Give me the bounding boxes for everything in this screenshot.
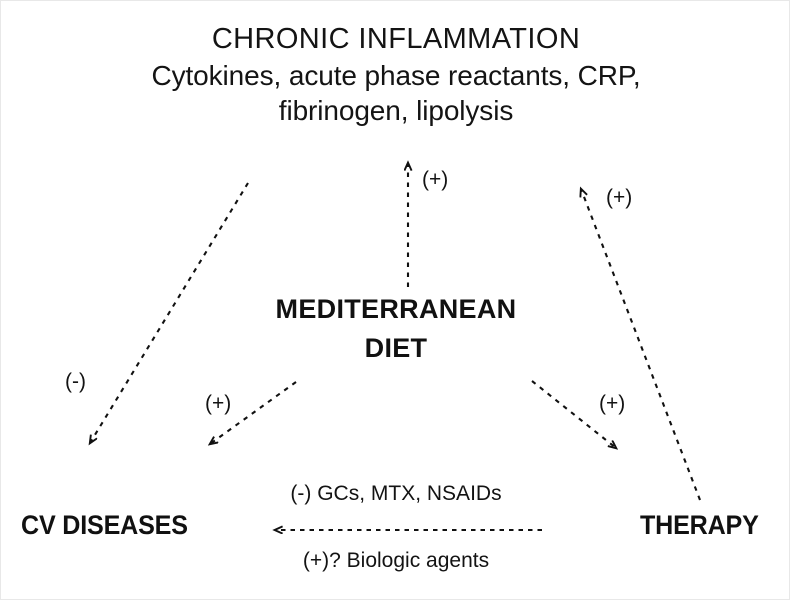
mediterranean-diet-label-line1: MEDITERRANEAN (275, 294, 517, 324)
arrow-inflammation-to-cv (90, 182, 249, 443)
edge-label-diet-to-cv: (+) (205, 392, 232, 415)
arrow-diet-to-cv (210, 381, 297, 444)
caption-therapy-to-cv-negative: (-) GCs, MTX, NSAIDs (290, 482, 502, 505)
heading-line-cytokines: Cytokines, acute phase reactants, CRP, (151, 59, 641, 91)
edge-label-diet-to-therapy: (+) (599, 392, 626, 415)
mediterranean-diet-node: MEDITERRANEAN DIET (1, 290, 789, 368)
caption-therapy-to-cv-positive: (+)? Biologic agents (302, 549, 490, 572)
mediterranean-diet-label-line2: DIET (364, 333, 428, 364)
cv-diseases-node: CV DISEASES (21, 510, 188, 540)
arrow-diet-to-therapy (531, 380, 616, 448)
heading-line-chronic-inflammation: CHRONIC INFLAMMATION (211, 23, 581, 55)
therapy-node: THERAPY (640, 510, 759, 540)
chronic-inflammation-node: CHRONIC INFLAMMATION Cytokines, acute ph… (1, 21, 789, 128)
heading-line-fibrinogen: fibrinogen, lipolysis (278, 94, 514, 126)
edge-label-diet-to-inflammation: (+) (422, 168, 449, 191)
edge-label-therapy-to-inflammation: (+) (606, 186, 633, 209)
edge-label-inflammation-to-cv: (-) (65, 370, 86, 393)
